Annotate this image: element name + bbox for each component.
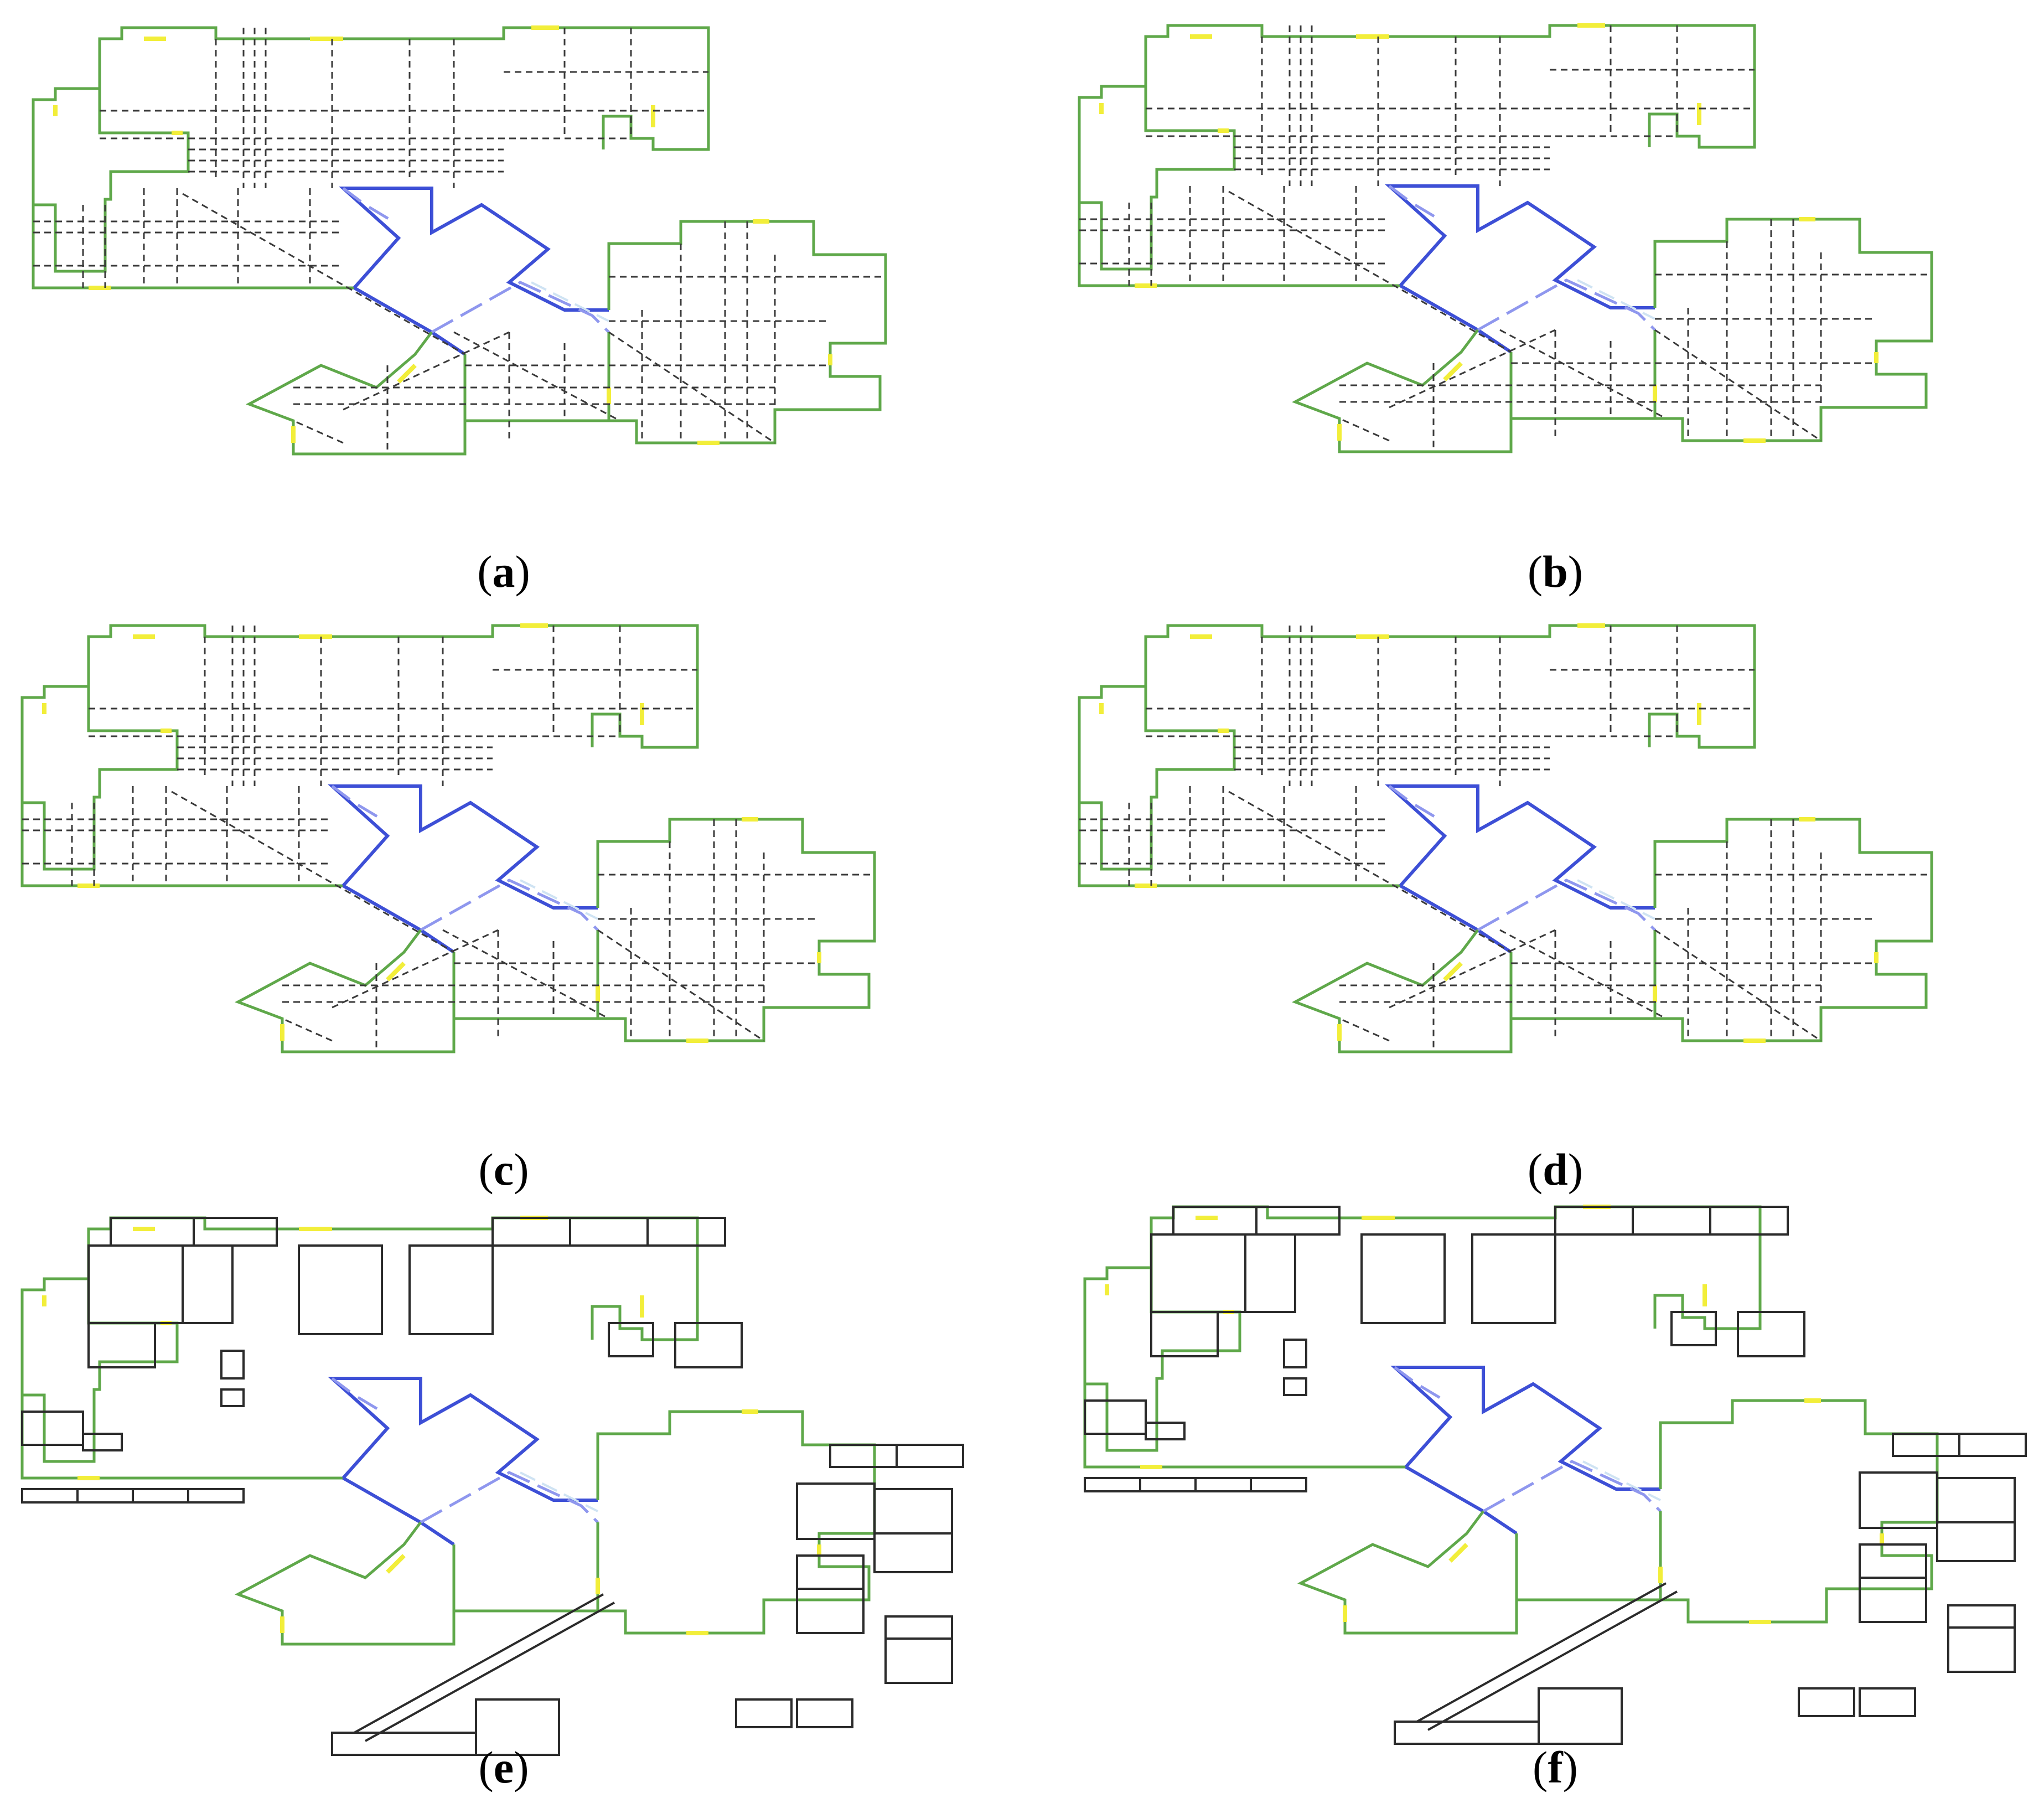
panel-e — [22, 1218, 964, 1756]
panel-d — [1079, 626, 1932, 1052]
panel-label-b: (b) — [1528, 546, 1583, 597]
panel-label-d: (d) — [1528, 1144, 1583, 1195]
panel-c — [22, 626, 874, 1052]
panel-label-c: (c) — [478, 1144, 529, 1195]
panel-f — [1085, 1207, 2027, 1745]
panel-b — [1079, 25, 1932, 452]
panel-label-f: (f) — [1533, 1742, 1578, 1792]
panel-label-a: (a) — [477, 546, 530, 597]
panel-a — [33, 28, 886, 454]
panel-label-e: (e) — [478, 1742, 529, 1792]
